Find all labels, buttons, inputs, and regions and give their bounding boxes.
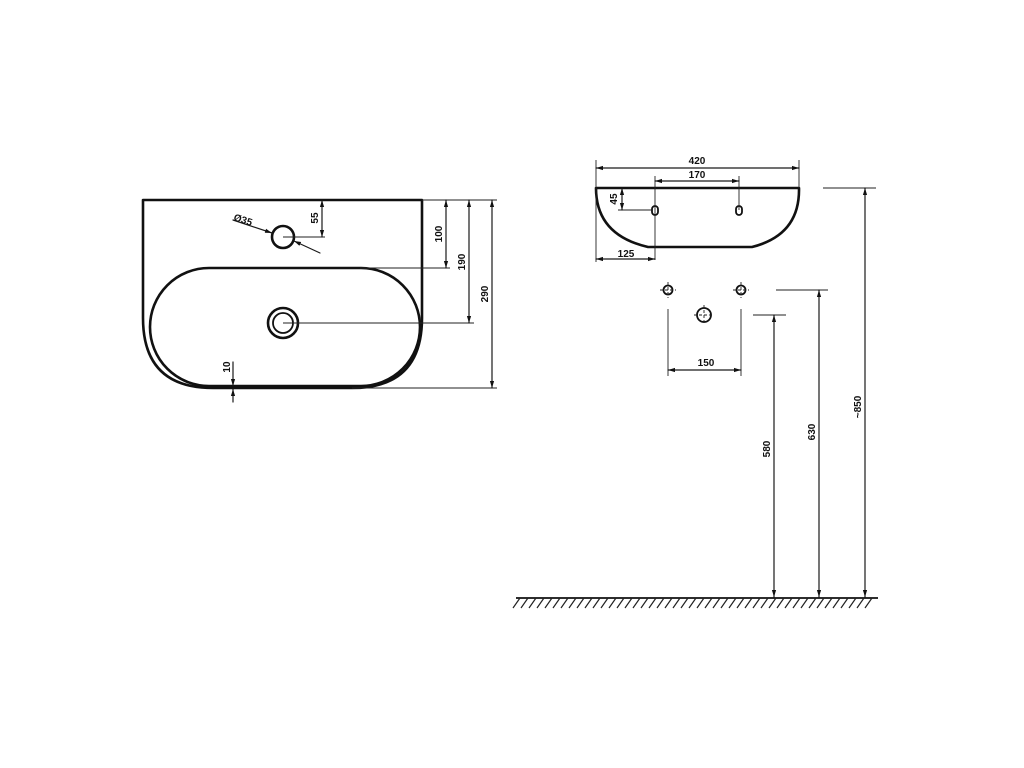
hatch-stroke xyxy=(784,597,793,609)
label-170: 170 xyxy=(689,170,706,181)
hatch-stroke xyxy=(520,597,529,609)
hatch-stroke xyxy=(512,597,521,609)
label-10: 10 xyxy=(222,361,233,373)
hatch-stroke xyxy=(720,597,729,609)
hatch-stroke xyxy=(696,597,705,609)
hatch-stroke xyxy=(856,597,865,609)
label-850: ~850 xyxy=(853,395,864,418)
hatch-stroke xyxy=(616,597,625,609)
hatch-stroke xyxy=(808,597,817,609)
hatch-stroke xyxy=(528,597,537,609)
label-190: 190 xyxy=(457,253,468,270)
hatch-stroke xyxy=(840,597,849,609)
hatch-stroke xyxy=(608,597,617,609)
side-profile xyxy=(594,186,801,249)
label-630: 630 xyxy=(807,423,818,440)
hatch-stroke xyxy=(560,597,569,609)
hatch-stroke xyxy=(576,597,585,609)
hatch-stroke xyxy=(704,597,713,609)
hatch-stroke xyxy=(664,597,673,609)
hatch-stroke xyxy=(568,597,577,609)
hatch-stroke xyxy=(584,597,593,609)
label-diameter: Ø35 xyxy=(232,213,254,229)
diameter-leader-right xyxy=(293,240,321,254)
hatch-stroke xyxy=(712,597,721,609)
diameter-leader-left xyxy=(232,219,273,234)
basin-outline xyxy=(141,198,424,390)
top-view: Ø35 55 100 190 290 10 xyxy=(141,198,497,403)
label-580: 580 xyxy=(762,440,773,457)
bowl-outline xyxy=(148,266,422,388)
hatch-stroke xyxy=(776,597,785,609)
hatch-stroke xyxy=(824,597,833,609)
hatch-stroke xyxy=(848,597,857,609)
hatch-stroke xyxy=(864,597,873,609)
hatch-stroke xyxy=(648,597,657,609)
label-150: 150 xyxy=(698,358,715,369)
hatch-stroke xyxy=(832,597,841,609)
label-55: 55 xyxy=(310,212,321,224)
label-100: 100 xyxy=(434,225,445,242)
label-420: 420 xyxy=(689,156,706,167)
hatch-stroke xyxy=(600,597,609,609)
side-view: 420 170 45 125 xyxy=(594,156,801,262)
label-125: 125 xyxy=(618,249,635,260)
hatch-stroke xyxy=(752,597,761,609)
hatch-stroke xyxy=(656,597,665,609)
label-290: 290 xyxy=(480,285,491,302)
hatch-stroke xyxy=(816,597,825,609)
label-45: 45 xyxy=(609,193,620,205)
hatch-stroke xyxy=(632,597,641,609)
hatch-stroke xyxy=(760,597,769,609)
hatch-stroke xyxy=(688,597,697,609)
hatch-stroke xyxy=(744,597,753,609)
hatch-stroke xyxy=(544,597,553,609)
hatch-stroke xyxy=(552,597,561,609)
hatch-stroke xyxy=(768,597,777,609)
hatch-stroke xyxy=(736,597,745,609)
floor-hatching xyxy=(512,597,873,609)
hatch-stroke xyxy=(640,597,649,609)
hatch-stroke xyxy=(536,597,545,609)
hatch-stroke xyxy=(680,597,689,609)
hatch-stroke xyxy=(800,597,809,609)
floor xyxy=(512,597,878,609)
hatch-stroke xyxy=(624,597,633,609)
installation-view: 150 ~850 630 580 xyxy=(660,187,876,598)
hatch-stroke xyxy=(672,597,681,609)
hatch-stroke xyxy=(728,597,737,609)
hatch-stroke xyxy=(792,597,801,609)
hatch-stroke xyxy=(592,597,601,609)
